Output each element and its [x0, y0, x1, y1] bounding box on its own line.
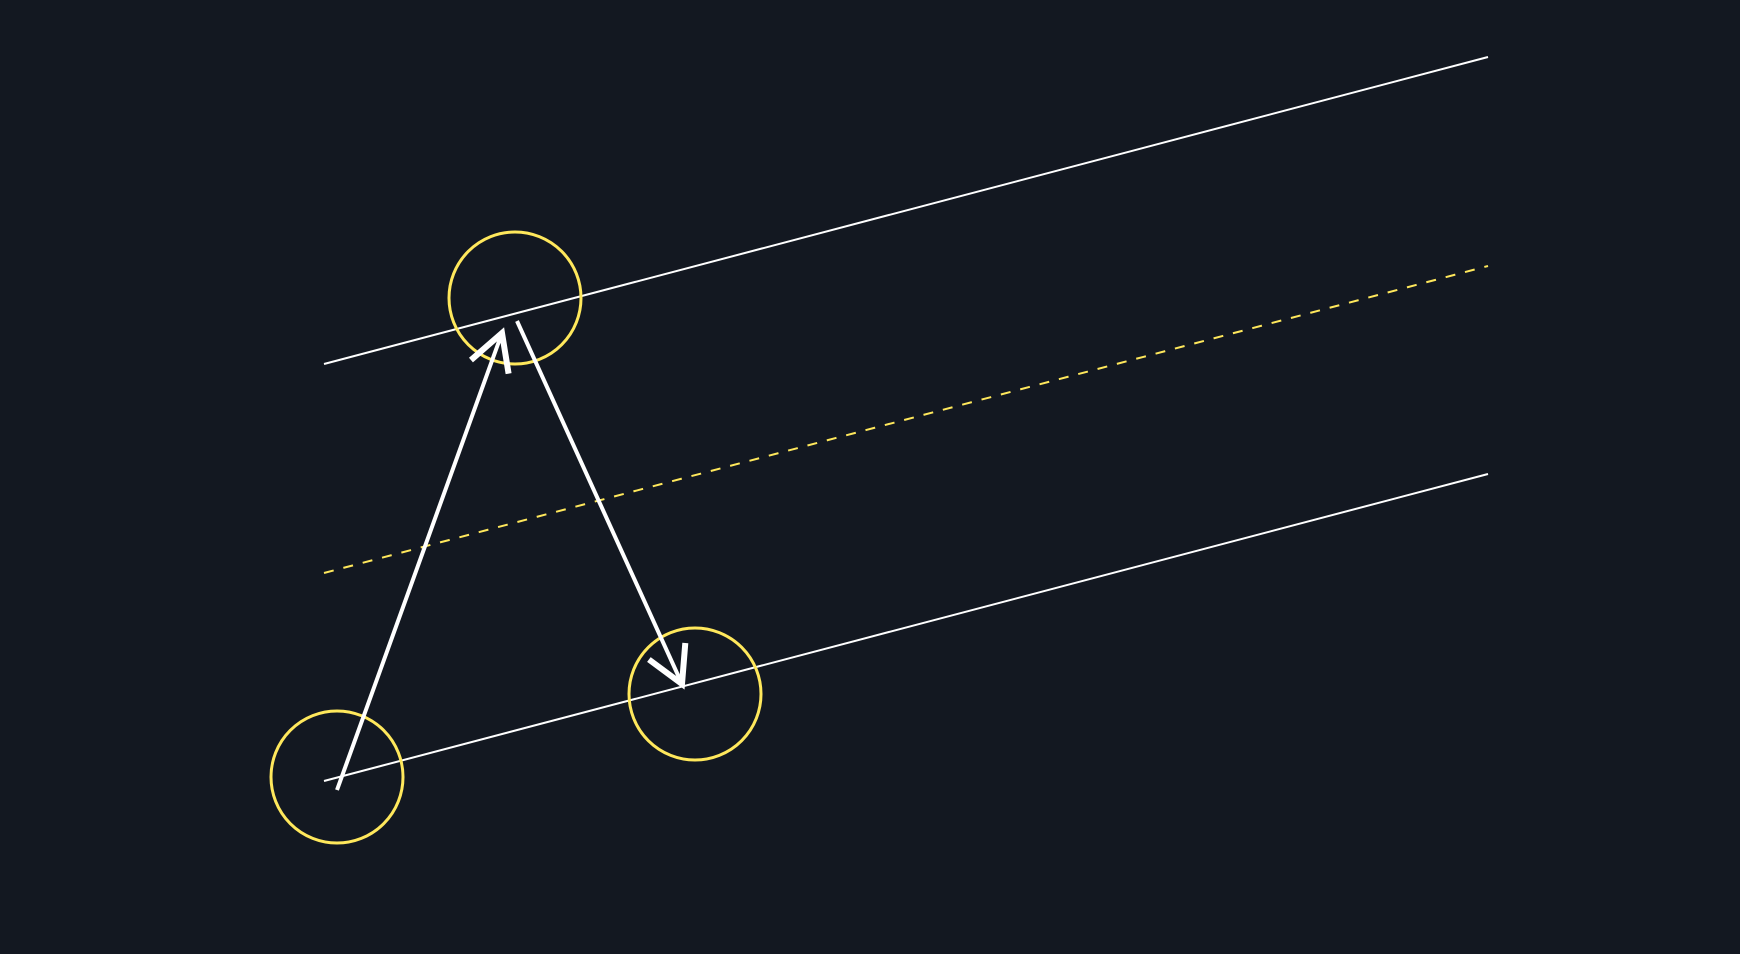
- start-circle: [269, 709, 405, 845]
- lower-right-reflection-circle: [627, 626, 763, 762]
- incoming-ray-arrow: [335, 327, 512, 791]
- center-dashed-line: [323, 265, 1489, 574]
- lower-boundary-line: [323, 473, 1489, 782]
- upper-boundary-line: [323, 56, 1489, 365]
- reflected-ray-arrow: [515, 320, 689, 690]
- upper-reflection-circle: [447, 230, 583, 366]
